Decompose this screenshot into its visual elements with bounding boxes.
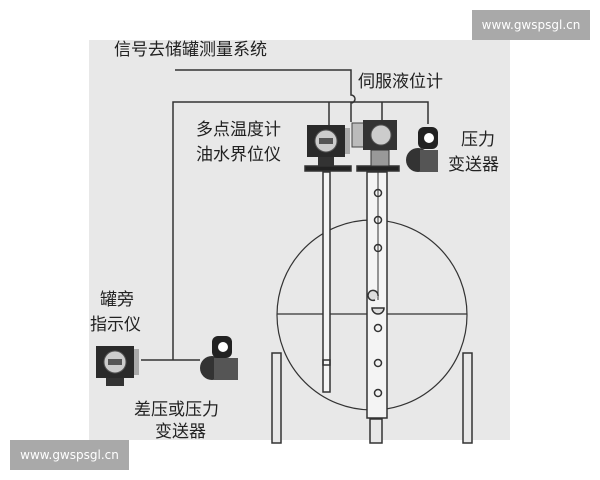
label-signal-to-system: 信号去储罐测量系统 [114, 40, 267, 60]
label-pressure-tx-1: 压力 [461, 130, 495, 150]
label-multipoint-temp-1: 多点温度计 [196, 120, 281, 140]
label-side-indicator-1: 罐旁 [100, 290, 134, 310]
multipoint-temperature-gauge-device [307, 125, 350, 166]
bus-wire [172, 101, 429, 360]
signal-wire [175, 69, 356, 122]
label-multipoint-temp-2: 油水界位仪 [196, 145, 281, 165]
tank-leg-center [369, 418, 383, 444]
label-pressure-tx-2: 变送器 [448, 155, 499, 175]
tank-side-indicator-device [96, 346, 139, 386]
label-side-indicator-2: 指示仪 [90, 315, 141, 335]
stilling-well-holes [373, 188, 383, 398]
diagram-background [89, 40, 510, 440]
watermark-top: www.gwspsgl.cn [472, 10, 590, 40]
temperature-probe [322, 171, 331, 393]
tank-leg-left [271, 352, 282, 444]
servo-displacer [367, 289, 385, 315]
differential-pressure-transmitter-device [200, 336, 238, 380]
servo-level-gauge-device [351, 120, 397, 167]
label-servo-gauge: 伺服液位计 [358, 72, 443, 92]
pressure-transmitter-device [406, 127, 438, 172]
label-dp-tx-1: 差压或压力 [134, 400, 219, 420]
tank-leg-right [462, 352, 473, 444]
watermark-bottom: www.gwspsgl.cn [10, 440, 129, 470]
label-dp-tx-2: 变送器 [155, 422, 206, 442]
